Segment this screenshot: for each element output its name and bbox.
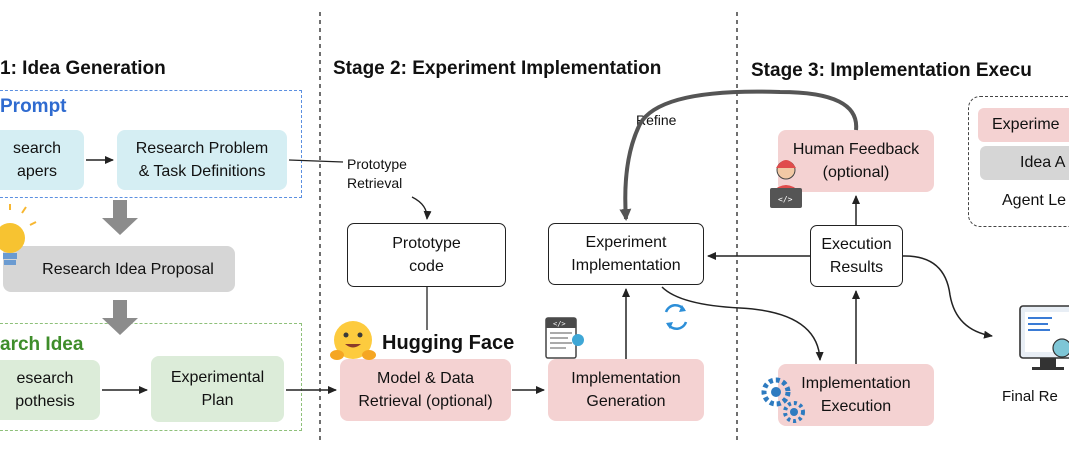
stage1-title: 1: Idea Generation [0, 58, 166, 79]
lightbulb-icon [0, 204, 37, 265]
prompt-region [0, 90, 302, 198]
execution-results-box: Execution Results [810, 225, 903, 287]
prompt-label: Prompt [0, 96, 67, 117]
refine-arrow [619, 89, 859, 221]
arrow-experiment-to-execution [661, 286, 824, 361]
final-results-label: Final Re [1002, 388, 1058, 405]
svg-text:</>: </> [778, 195, 793, 204]
gray-down-arrow-1 [102, 200, 138, 235]
research-idea-region [0, 323, 302, 431]
research-hypothesis-box: esearch pothesis [0, 360, 100, 420]
stage3-title: Stage 3: Implementation Execu [751, 60, 1032, 81]
legend-agent-learning: Agent Le [1002, 192, 1067, 209]
arrow-problem-to-prototype-retrieval [288, 159, 344, 163]
human-coder-icon: </> [770, 160, 802, 208]
prototype-retrieval-label: Prototype Retrieval [347, 156, 407, 191]
monitor-report-icon [1019, 305, 1069, 370]
research-idea-label: arch Idea [0, 334, 84, 355]
legend-region [968, 96, 1069, 227]
gears-icon [761, 377, 805, 423]
arrow-prototype-retrieval-to-code [411, 196, 432, 220]
hugging-face-icon [330, 321, 376, 360]
code-document-icon: </> [545, 317, 584, 359]
arrow-results-to-final [902, 255, 993, 339]
prototype-code-box: Prototype code [347, 223, 506, 287]
svg-text:</>: </> [553, 320, 566, 328]
implementation-generation-box: Implementation Generation [548, 359, 704, 421]
legend-idea-agent: Idea A [980, 146, 1069, 180]
research-problem-box: Research Problem & Task Definitions [117, 130, 287, 190]
experimental-plan-box: Experimental Plan [151, 356, 284, 422]
stage2-title: Stage 2: Experiment Implementation [333, 58, 662, 79]
implementation-execution-box: Implementation Execution [778, 364, 934, 426]
research-papers-box: search apers [0, 130, 84, 190]
human-feedback-box: Human Feedback (optional) [778, 130, 934, 192]
legend-experiment: Experime [978, 108, 1069, 142]
refresh-icon [664, 303, 688, 331]
research-idea-proposal-box: Research Idea Proposal [3, 246, 235, 292]
gray-down-arrow-2 [102, 300, 138, 335]
hugging-face-label: Hugging Face [382, 332, 515, 354]
model-data-retrieval-box: Model & Data Retrieval (optional) [340, 359, 511, 421]
experiment-implementation-box: Experiment Implementation [548, 223, 704, 285]
